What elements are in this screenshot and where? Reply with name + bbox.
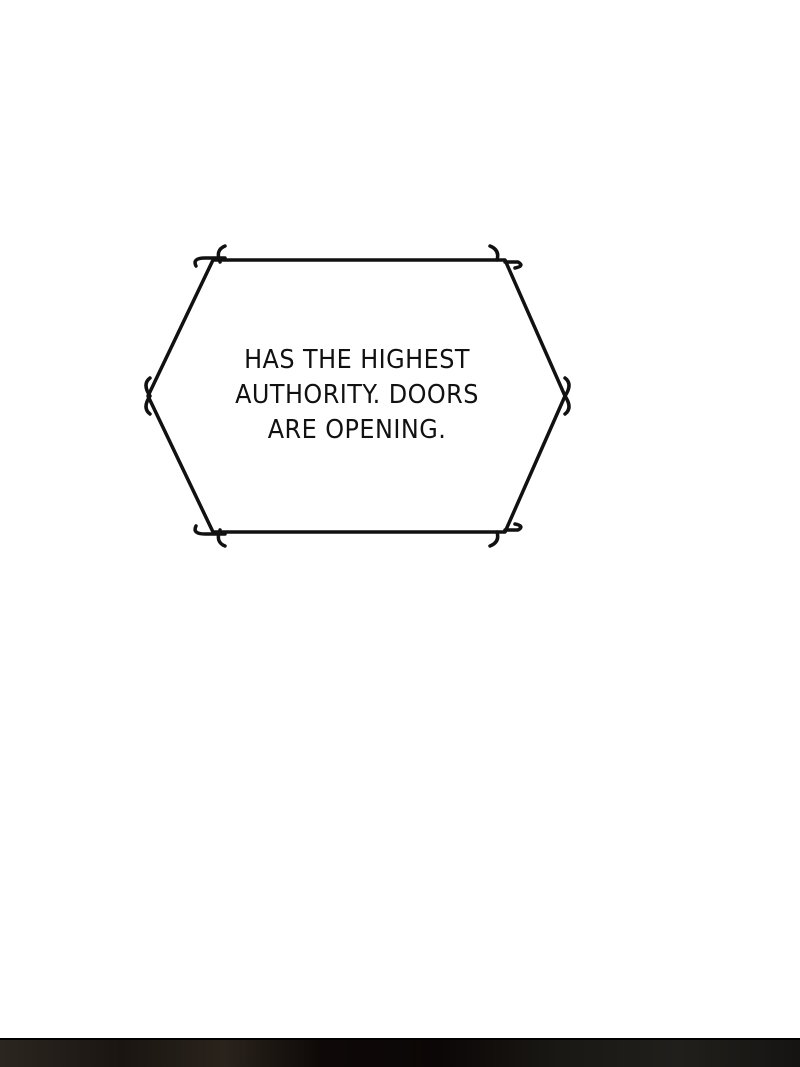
flourish-top-left: [193, 244, 227, 268]
bubble-line: HAS THE HIGHEST: [244, 345, 470, 375]
bubble-line: ARE OPENING.: [267, 415, 447, 445]
flourish-left: [144, 376, 152, 416]
bubble-line: AUTHORITY. DOORS: [235, 380, 479, 410]
next-panel-dark-image: [0, 1038, 800, 1067]
speech-bubble-text: HAS THE HIGHEST AUTHORITY. DOORS ARE OPE…: [173, 343, 541, 448]
flourish-bottom-right: [488, 522, 523, 548]
hexagon-speech-bubble: [144, 244, 571, 548]
flourish-right: [563, 376, 571, 416]
flourish-bottom-left: [193, 524, 227, 548]
flourish-top-right: [488, 244, 523, 270]
